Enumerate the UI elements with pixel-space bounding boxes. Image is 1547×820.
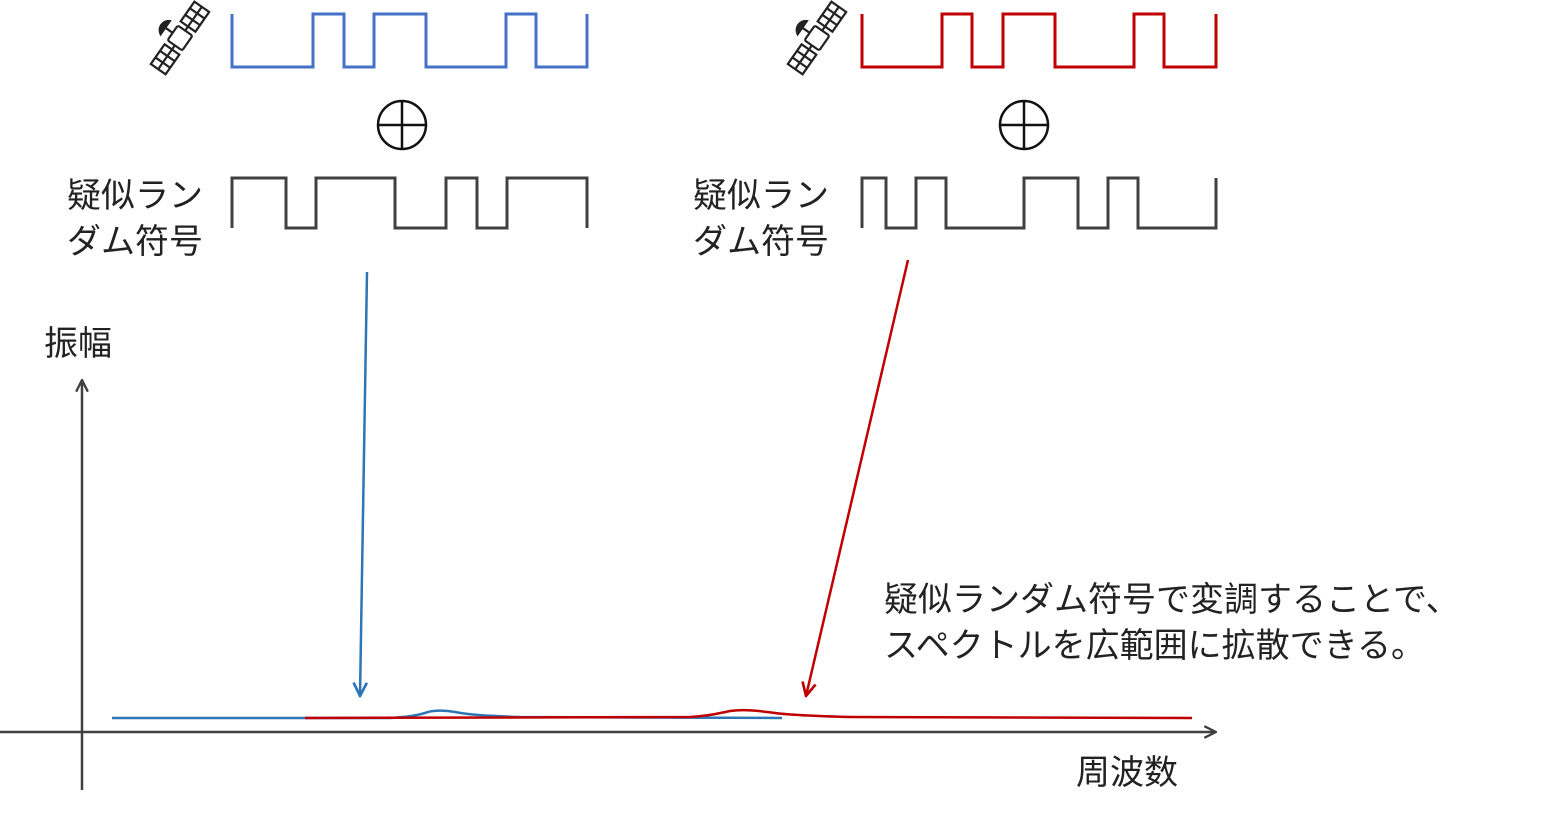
explanation-note-line2: スペクトルを広範囲に拡散できる。 (884, 626, 1425, 666)
explanation-note-line1: 疑似ランダム符号で変調することで、 (884, 580, 1460, 620)
pseudo-random-code-waveform-1 (230, 176, 589, 230)
code-label-2-line2: ダム符号 (693, 222, 829, 262)
satellite-2-signal-waveform (860, 12, 1218, 69)
xor-operator-icon (376, 99, 428, 151)
arrow-down-icon (806, 259, 910, 696)
satellite-icon (138, 0, 211, 76)
code-label-1-line1: 疑似ラン (67, 176, 203, 216)
satellite-icon (775, 0, 848, 76)
pseudo-random-code-waveform-2 (860, 176, 1218, 230)
x-axis-label: 周波数 (1076, 753, 1178, 793)
arrow-down-icon (360, 271, 369, 696)
code-label-2-line1: 疑似ラン (693, 176, 829, 216)
satellite-1-signal-waveform (230, 12, 589, 69)
spectrum-2-red (304, 708, 1193, 720)
y-axis-label: 振幅 (44, 324, 112, 364)
code-label-1-line2: ダム符号 (67, 222, 203, 262)
xor-operator-icon (998, 99, 1050, 151)
